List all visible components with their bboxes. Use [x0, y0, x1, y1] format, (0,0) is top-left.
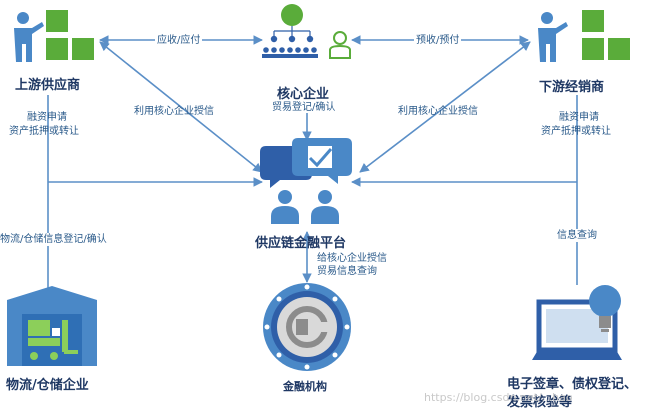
edge-label-prepaid: 预收/预付	[414, 34, 462, 47]
warehouse-icon	[7, 286, 97, 366]
upstream-supplier-label: 上游供应商	[15, 78, 81, 93]
edge-label-info-query: 信息查询	[557, 229, 597, 242]
edge-label-financing-right-1: 融资申请	[559, 112, 599, 123]
vault-icon	[263, 283, 351, 371]
edge-label-credit-left: 利用核心企业授信	[134, 106, 214, 117]
core-enterprise-label: 核心企业	[277, 87, 330, 102]
watermark: https://blog.csdn.net/...hao	[424, 391, 573, 404]
edge-label-trade-register: 贸易登记/确认	[272, 102, 336, 113]
edge-label-financing-right-2: 资产抵押或转让	[541, 126, 611, 137]
edge-downstream-platform	[359, 41, 531, 173]
esign-label-line2: 发票核验等	[507, 395, 573, 410]
edge-label-financing-left-1: 融资申请	[27, 112, 67, 123]
edge-label-receivable-payable: 应收/应付	[155, 34, 203, 47]
monitor-lightbulb-icon	[532, 285, 622, 360]
core-enterprise-icon	[262, 4, 351, 59]
edge-upstream-platform	[99, 41, 263, 173]
edge-label-grant-credit: 给核心企业授信	[317, 253, 387, 264]
connectors	[47, 35, 578, 288]
platform-label: 供应链金融平台	[255, 236, 347, 251]
esign-label-line1: 电子签章、债权登记、	[507, 377, 638, 392]
logistics-label: 物流/仓储企业	[6, 378, 89, 393]
platform-icon	[260, 138, 352, 224]
finance-label: 金融机构	[283, 380, 327, 393]
downstream-distributor-icon	[538, 10, 630, 62]
edge-label-financing-left-2: 资产抵押或转让	[9, 126, 79, 137]
downstream-distributor-label: 下游经销商	[539, 80, 605, 95]
edge-label-trade-query: 贸易信息查询	[317, 266, 377, 277]
edge-label-credit-right: 利用核心企业授信	[398, 106, 478, 117]
upstream-supplier-icon	[14, 10, 94, 62]
edge-label-logistics-register: 物流/仓储信息登记/确认	[0, 233, 107, 246]
